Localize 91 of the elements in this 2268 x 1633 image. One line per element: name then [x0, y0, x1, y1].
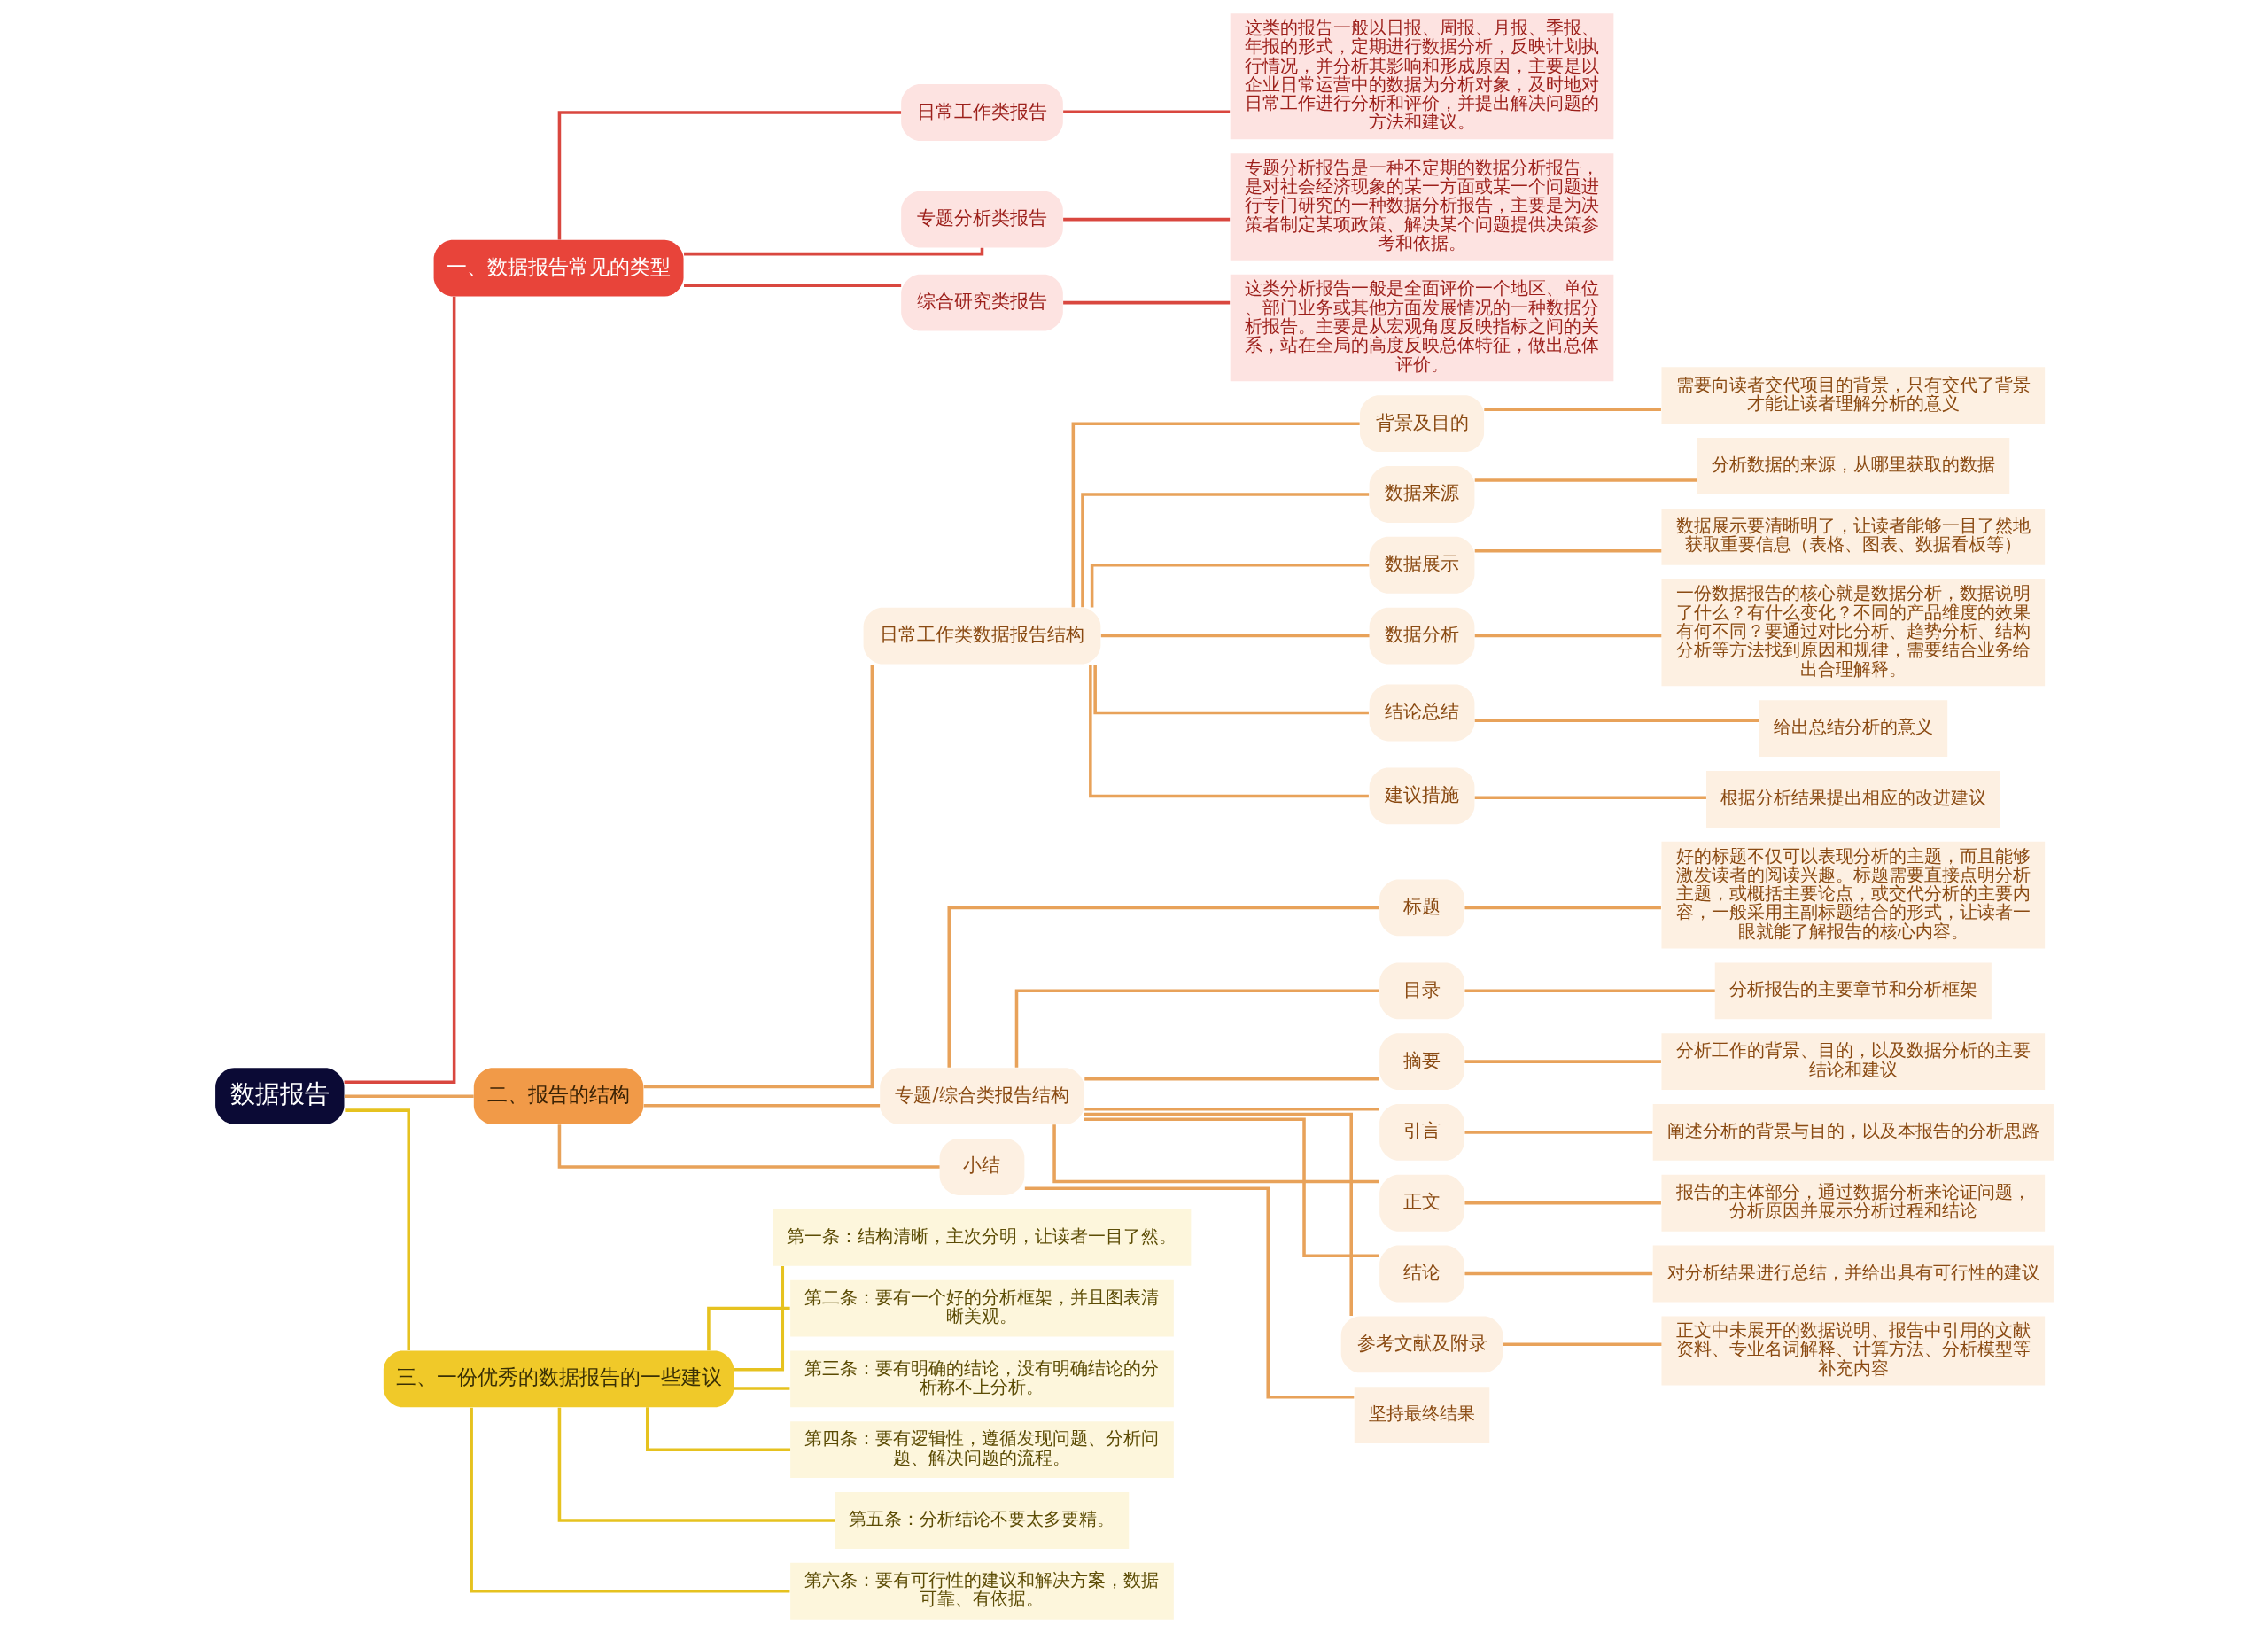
connector: [557, 1407, 835, 1522]
node-box: 二、报告的结构: [473, 1068, 643, 1125]
node-box: 数据报告: [214, 1068, 344, 1125]
node-box: 数据来源: [1369, 466, 1474, 523]
node-box: 背景及目的: [1359, 395, 1484, 453]
node-box: 一、数据报告常见的类型: [433, 239, 684, 297]
connector: [1062, 217, 1230, 222]
node-box: 分析数据的来源，从哪里获取的数据: [1696, 438, 2009, 494]
connector: [1062, 300, 1230, 305]
connector: [1088, 664, 1369, 798]
node-box: 专题分析报告是一种不定期的数据分析报告，是对社会经济现象的某一方面或某一个问题进行专门研究的一种数据分析报告，主要是为决策者制定某项政策、解决某个问题提供决策参考和依据。: [1230, 153, 1613, 261]
node-box: 这类分析报告一般是全面评价一个地区、单位、部门业务或其他方面发展情况的一种数据分析报告。主要是从宏观角度反映指标之间的关系，站在全局的高度反映总体特征，做出总体评价。: [1230, 274, 1613, 382]
node-box: 综合研究类报告: [900, 274, 1063, 331]
connector: [1084, 1117, 1379, 1257]
connector: [344, 1094, 474, 1098]
connector: [733, 1387, 789, 1390]
node-box: 结论: [1379, 1245, 1464, 1303]
connector: [706, 1306, 790, 1351]
node-box: 三、一份优秀的数据报告的一些建议: [383, 1350, 734, 1408]
node-box: 第六条：要有可行性的建议和解决方案，数据可靠、有依据。: [789, 1562, 1174, 1620]
connector: [557, 111, 901, 240]
connector: [1024, 1186, 1354, 1399]
node-box: 第二条：要有一个好的分析框架，并且图表清晰美观。: [789, 1279, 1174, 1337]
node-box: 这类的报告一般以日报、周报、月报、季报、年报的形式，定期进行数据分析，反映计划执行情况，并分析其影响和形成原因，主要是以企业日常运营中的数据为分析对象，及时地对日常工作进行分析和评价，并提出解决问题的方法和建议。: [1230, 13, 1613, 140]
connector: [733, 1266, 784, 1372]
node-box: 报告的主体部分，通过数据分析来论证问题，分析原因并展示分析过程和结论: [1660, 1174, 2045, 1232]
node-box: 引言: [1379, 1104, 1464, 1161]
node-box: 第一条：结构清晰，主次分明，让读者一目了然。: [773, 1209, 1191, 1266]
node-box: 日常工作类数据报告结构: [863, 607, 1100, 665]
node-box: 第三条：要有明确的结论，没有明确结论的分析称不上分析。: [789, 1350, 1174, 1408]
connector: [344, 296, 455, 1084]
node-box: 根据分析结果提出相应的改进建议: [1705, 771, 2000, 828]
connector: [946, 906, 1379, 1068]
node-box: 好的标题不仅可以表现分析的主题，而且能够激发读者的阅读兴趣。标题需要直接点明分析主题，或概括主要论点，或交代分析的主要内容，一般采用主副标题结合的形式，让读者一眼就能了解报告的核心内容。: [1660, 841, 2045, 949]
node-box: 专题/综合类报告结构: [879, 1068, 1084, 1125]
node-box: 专题分析类报告: [900, 191, 1063, 248]
node-box: 需要向读者交代项目的背景，只有交代了背景才能让读者理解分析的意义: [1660, 367, 2045, 424]
node-box: 正文中未展开的数据说明、报告中引用的文献资料、专业名词解释、计算方法、分析模型等补充内容: [1660, 1316, 2045, 1386]
connector: [1092, 664, 1369, 715]
connector: [557, 1124, 940, 1169]
node-box: 数据分析: [1369, 607, 1474, 665]
connector: [1464, 1201, 1661, 1205]
connector: [1464, 1131, 1652, 1134]
connector: [1084, 1112, 1353, 1316]
connector: [1474, 796, 1706, 799]
node-box: 一份数据报告的核心就是数据分析，数据说明了什么？有什么变化？不同的产品维度的效果有何不同？要通过对比分析、趋势分析、结构分析等方法找到原因和规律，需要结合业务给出合理解释。: [1660, 579, 2045, 687]
connector: [1052, 1124, 1379, 1184]
node-box: 建议措施: [1369, 767, 1474, 825]
connector: [1503, 1342, 1661, 1347]
connector: [683, 247, 983, 256]
node-box: 给出总结分析的意义: [1758, 700, 1947, 758]
connector: [643, 1104, 880, 1108]
connector: [1474, 719, 1759, 723]
connector: [1464, 989, 1715, 993]
node-box: 标题: [1379, 879, 1464, 937]
node-box: 分析报告的主要章节和分析框架: [1714, 962, 1992, 1020]
node-box: 对分析结果进行总结，并给出具有可行性的建议: [1652, 1245, 2054, 1303]
connector: [645, 1407, 790, 1451]
connector: [1071, 422, 1360, 608]
connector: [1084, 1108, 1379, 1111]
connector: [1090, 564, 1369, 608]
connector: [1014, 989, 1379, 1068]
node-box: 第四条：要有逻辑性，遵循发现问题、分析问题、解决问题的流程。: [789, 1421, 1174, 1479]
node-box: 数据展示要清晰明了，让读者能够一目了然地获取重要信息（表格、图表、数据看板等）: [1660, 508, 2045, 565]
connector: [643, 665, 874, 1089]
connector: [469, 1407, 789, 1593]
connector: [1474, 478, 1697, 482]
connector: [1080, 493, 1369, 608]
connector: [1474, 549, 1661, 553]
node-box: 分析工作的背景、目的，以及数据分析的主要结论和建议: [1660, 1033, 2045, 1091]
connector: [1464, 1060, 1661, 1063]
node-box: 阐述分析的背景与目的，以及本报告的分析思路: [1652, 1104, 2054, 1161]
connector: [683, 284, 901, 287]
connector: [1474, 634, 1661, 638]
connector: [1062, 110, 1230, 113]
connector: [344, 1108, 410, 1350]
node-box: 摘要: [1379, 1033, 1464, 1091]
node-box: 正文: [1379, 1174, 1464, 1232]
node-box: 参考文献及附录: [1340, 1316, 1503, 1373]
connector: [1483, 408, 1661, 411]
node-box: 第五条：分析结论不要太多要精。: [835, 1492, 1129, 1549]
node-box: 小结: [939, 1139, 1024, 1195]
node-box: 数据展示: [1369, 536, 1474, 594]
connector: [1464, 906, 1661, 910]
connector: [1100, 634, 1370, 638]
connector: [1464, 1271, 1652, 1276]
node-box: 坚持最终结果: [1354, 1387, 1489, 1444]
connector: [1084, 1077, 1379, 1081]
node-box: 目录: [1379, 962, 1464, 1020]
node-box: 日常工作类报告: [900, 84, 1063, 141]
node-box: 结论总结: [1369, 684, 1474, 742]
